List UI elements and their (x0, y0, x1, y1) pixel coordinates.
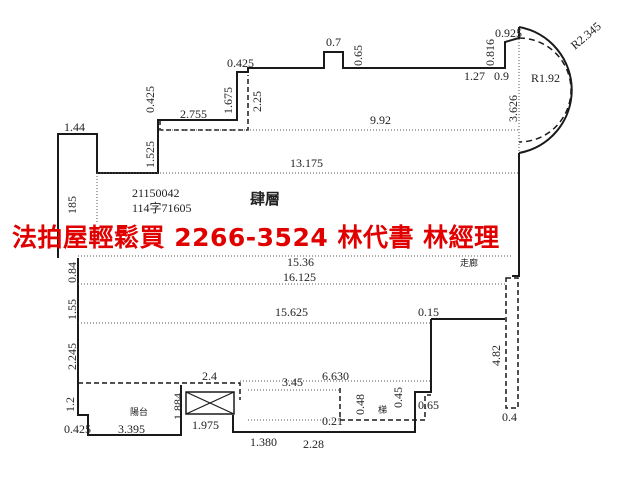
dim-1.884: 1.884 (171, 393, 185, 420)
dim-r1.92: R1.92 (531, 71, 560, 85)
floor-label: 肆層 (250, 191, 280, 208)
dim-0.65: 0.65 (351, 45, 365, 66)
dim-15.625: 15.625 (275, 305, 308, 319)
dim-0.425-bottom: 0.425 (64, 422, 91, 436)
dim-0.425: 0.425 (227, 56, 254, 70)
dim-1.380: 1.380 (250, 435, 277, 449)
dim-3.395: 3.395 (118, 422, 145, 436)
stair-box (185, 391, 235, 415)
dim-1.44: 1.44 (64, 120, 85, 134)
watermark-contact: 法拍屋輕鬆買 2266-3524 林代書 林經理 (12, 223, 500, 252)
dim-r2.345: R2.345 (568, 19, 604, 52)
balcony-box-right (505, 277, 519, 409)
dim-6.630: 6.630 (322, 369, 349, 383)
dim-1.2: 1.2 (63, 397, 77, 412)
dim-15.36: 15.36 (287, 255, 314, 269)
dim-0.816: 0.816 (483, 39, 497, 66)
dim-0.45: 0.45 (391, 387, 405, 408)
dim-0.21: 0.21 (322, 414, 343, 428)
dim-1.27: 1.27 (464, 69, 485, 83)
dim-4.82: 4.82 (489, 345, 503, 366)
dim-1.525: 1.525 (143, 141, 157, 168)
dim-0.425-vertical: 0.425 (143, 86, 157, 113)
dim-1.975: 1.975 (192, 418, 219, 432)
bay-arc-inner (518, 37, 572, 143)
dim-0.4: 0.4 (502, 410, 517, 424)
balcony-label: 陽台 (130, 406, 148, 417)
dimension-lines (78, 30, 520, 421)
right-room-text: 走廊 (460, 257, 478, 268)
dim-0.925: 0.925 (495, 26, 522, 40)
dim-9.92: 9.92 (370, 113, 391, 127)
outer-walls (57, 26, 573, 436)
dim-2.4: 2.4 (202, 369, 217, 383)
dim-0.7: 0.7 (326, 35, 341, 49)
dim-1.55: 1.55 (65, 299, 79, 320)
dim-0.84: 0.84 (65, 262, 79, 283)
dim-2.25: 2.25 (250, 91, 264, 112)
dim-0.65-bottom: 0.65 (418, 398, 439, 412)
dim-3.626: 3.626 (506, 95, 520, 122)
dim-0.48: 0.48 (353, 394, 367, 415)
dim-1.675: 1.675 (221, 87, 235, 114)
stair-label: 梯 (378, 404, 387, 415)
dim-2.755: 2.755 (180, 107, 207, 121)
dim-13.175: 13.175 (290, 156, 323, 170)
dim-2.28: 2.28 (303, 437, 324, 451)
dim-185: 185 (65, 196, 79, 214)
reference-number: 114字71605 (132, 200, 192, 215)
dim-0.15: 0.15 (418, 305, 439, 319)
dim-0.9: 0.9 (494, 69, 509, 83)
dim-16.125: 16.125 (283, 270, 316, 284)
building-number: 21150042 (132, 186, 180, 200)
dim-3.45: 3.45 (282, 375, 303, 389)
dim-2.245: 2.245 (65, 343, 79, 370)
